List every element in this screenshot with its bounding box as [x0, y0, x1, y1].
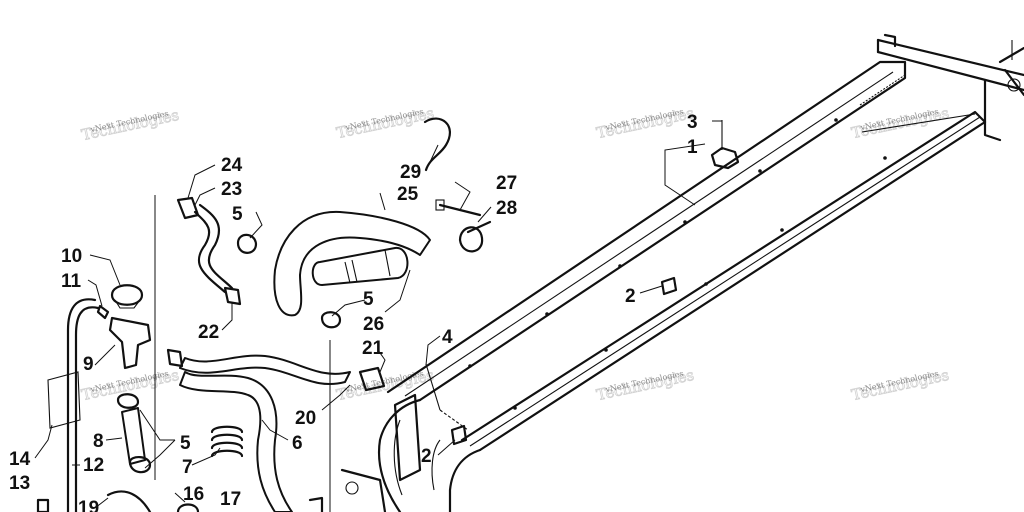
callout-12: 12: [83, 455, 104, 476]
coolant-hoses: [36, 117, 740, 512]
callout-29: 29: [400, 162, 421, 183]
callout-26: 26: [363, 314, 384, 335]
callout-17: 17: [220, 489, 241, 510]
callout-11: 11: [61, 271, 82, 292]
leader-lines: [34, 120, 722, 512]
callout-13: 13: [9, 473, 30, 494]
callout-5: 5: [180, 433, 191, 454]
callout-5: 5: [363, 289, 374, 310]
callout-4: 4: [442, 327, 453, 348]
callout-16: 16: [183, 484, 204, 505]
callout-21: 21: [362, 338, 384, 359]
callout-5: 5: [232, 204, 243, 225]
callout-28: 28: [496, 198, 517, 219]
callout-27: 27: [496, 173, 517, 194]
callout-22: 22: [198, 322, 219, 343]
callout-8: 8: [93, 431, 104, 452]
callout-9: 9: [83, 354, 94, 375]
callout-25: 25: [397, 184, 419, 205]
callout-2: 2: [421, 446, 432, 467]
callout-19: 19: [78, 498, 99, 512]
callout-23: 23: [221, 179, 242, 200]
callout-3: 3: [687, 112, 698, 133]
callout-24: 24: [221, 155, 243, 176]
callout-20: 20: [295, 408, 316, 429]
callout-10: 10: [61, 246, 82, 267]
callout-2: 2: [625, 286, 636, 307]
callout-1: 1: [687, 137, 698, 158]
callouts: 1 2 2 3 4 5 5 5 6 7 8 9 10 11 12 13 14 1…: [9, 112, 698, 512]
callout-7: 7: [182, 457, 193, 478]
callout-6: 6: [292, 433, 303, 454]
callout-14: 14: [9, 449, 31, 470]
frame-rails: [378, 33, 1024, 512]
